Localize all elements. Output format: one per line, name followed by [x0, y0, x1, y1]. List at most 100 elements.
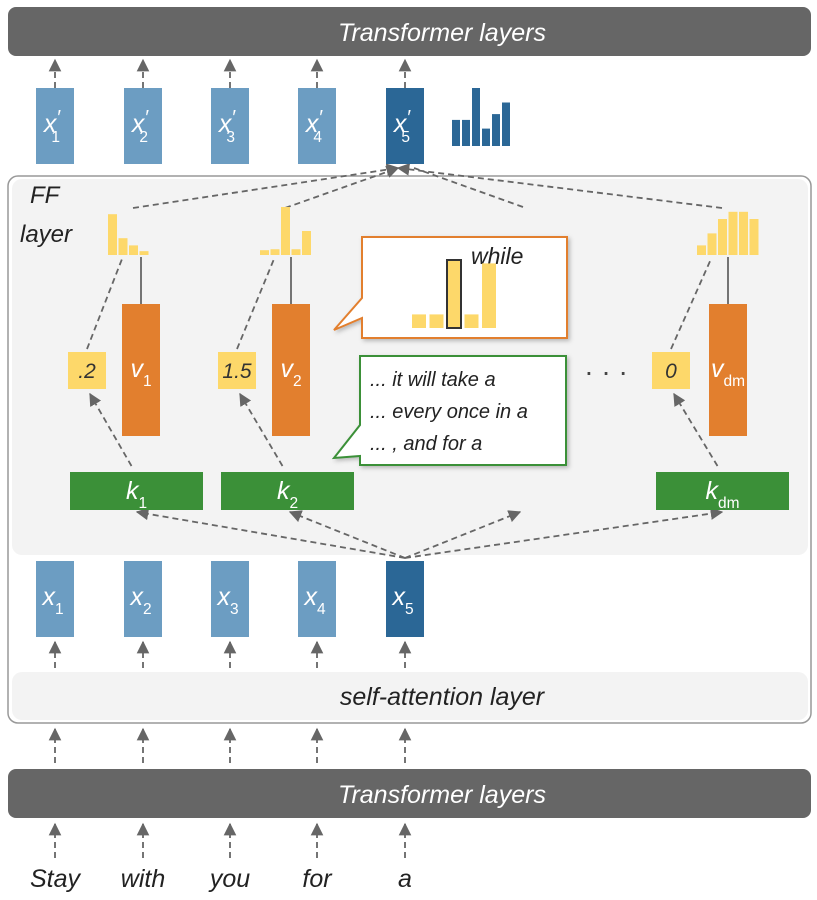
- hist-to-output-arrow-1: [132, 163, 400, 209]
- output-hist-bar-6: [502, 102, 510, 146]
- key-label-3: kdm: [705, 477, 739, 512]
- value-callout-word: while: [471, 243, 523, 269]
- output-vector-label-3-prime: ′: [231, 107, 236, 129]
- callout-hist-bar-3: [446, 259, 462, 329]
- token-4: for: [302, 865, 333, 893]
- input-vector-label-2-base: x: [129, 583, 144, 611]
- memory-hist-1-bar-1: [108, 214, 117, 255]
- callout-hist-bar-1: [412, 314, 426, 328]
- output-vector-label-1-prime: ′: [56, 107, 61, 129]
- key-to-coef-arrow-1: [89, 392, 133, 467]
- memory-hist-3-bar-4: [728, 211, 738, 255]
- input-tokens: Stay with you for a: [30, 865, 412, 893]
- key-label-3-base: k: [705, 477, 719, 505]
- value-label-2-sub: 2: [293, 373, 302, 390]
- bottom-bar-label: Transformer layers: [338, 781, 546, 809]
- input-vector-label-3-base: x: [216, 583, 231, 611]
- memory-hist-2-bar-5: [302, 231, 311, 255]
- output-vector-label-2-prime: ′: [144, 107, 149, 129]
- output-vector-label-2-base: x: [131, 110, 146, 138]
- key-label-2-sub: 2: [289, 495, 298, 512]
- output-hist-bar-1: [452, 119, 460, 146]
- self-attention-panel: [12, 672, 808, 720]
- output-vector-label-5-sub: 5: [401, 129, 410, 146]
- output-hist-bar-2: [462, 119, 470, 146]
- input-vector-5: [386, 561, 424, 637]
- key-label-1-sub: 1: [138, 495, 147, 512]
- callout-hist-bar-5: [482, 263, 496, 328]
- memory-hist-3-bar-2: [707, 233, 717, 255]
- key-label-1-base: k: [126, 477, 140, 505]
- key-3: [656, 472, 789, 510]
- key-label-2: k2: [277, 477, 298, 512]
- ff-layer-label-line2: layer: [20, 221, 73, 248]
- token-3: you: [208, 865, 250, 893]
- x5-to-key-dm-arrow: [404, 507, 724, 559]
- input-vector-label-5: x5: [391, 583, 413, 618]
- bottom-transformer-bar: Transformer layers: [8, 769, 811, 818]
- value-1: [122, 304, 160, 436]
- value-label-1-sub: 1: [143, 373, 152, 390]
- input-vector-label-1: x1: [41, 583, 63, 618]
- memory-hist-3-bar-1: [697, 245, 706, 255]
- key-label-2-base: k: [277, 477, 291, 505]
- input-vector-label-1-sub: 1: [55, 601, 64, 618]
- value-label-3-sub: dm: [723, 373, 745, 390]
- output-vector-label-1-sub: 1: [51, 129, 60, 146]
- output-hist-bar-3: [472, 88, 480, 146]
- key-label-1: k1: [126, 477, 147, 512]
- memory-hist-1-bar-3: [129, 245, 138, 255]
- value-label-2-base: v: [280, 355, 294, 383]
- key-callout: [331, 355, 567, 466]
- callout-hist-bar-2: [429, 314, 444, 328]
- token-1: Stay: [30, 865, 82, 893]
- key-2: [221, 472, 354, 510]
- coefficient-3: 0: [665, 360, 677, 383]
- hist-to-output-arrow-3: [396, 163, 723, 209]
- input-vector-label-4-sub: 4: [317, 601, 326, 618]
- value-label-1: v1: [130, 355, 151, 390]
- output-vector-1: [36, 88, 74, 164]
- token-5: a: [398, 865, 412, 893]
- output-hist-bar-4: [482, 128, 490, 146]
- callout-hist-bar-4: [464, 314, 479, 328]
- memory-hist-2-bar-4: [291, 249, 301, 255]
- memory-hist-2-bar-3: [281, 207, 290, 255]
- connection-arrows: [48, 58, 729, 858]
- coefficient-box-2: [218, 352, 256, 389]
- output-vector-5: [386, 88, 424, 164]
- memory-hist-3-bar-5: [739, 211, 748, 255]
- input-vector-3: [211, 561, 249, 637]
- key-to-coef-arrow-3: [673, 392, 719, 467]
- memory-hist-1-bar-4: [139, 251, 149, 255]
- key-to-coef-arrow-2: [239, 392, 284, 467]
- input-vector-label-2: x2: [129, 583, 151, 618]
- output-vector-4: [298, 88, 336, 164]
- output-histogram: [452, 88, 510, 146]
- x5-to-key-2-arrow: [288, 510, 406, 559]
- input-vector-label-1-base: x: [41, 583, 56, 611]
- coefficient-box-3: [652, 352, 690, 389]
- output-vector-label-5: x′5: [393, 107, 412, 146]
- value-2: [272, 304, 310, 436]
- output-vector-label-4-base: x: [305, 110, 320, 138]
- input-vector-label-4-base: x: [303, 583, 318, 611]
- value-3: [709, 304, 747, 436]
- input-vector-4: [298, 561, 336, 637]
- token-2: with: [121, 865, 165, 893]
- coefficient-box-1: [68, 352, 106, 389]
- ff-layer-label-line1: FF: [30, 182, 61, 209]
- output-vector-3: [211, 88, 249, 164]
- value-label-3-base: v: [711, 355, 725, 383]
- key-1: [70, 472, 203, 510]
- memory-hist-3-bar-6: [749, 219, 759, 255]
- output-vector-label-2: x′2: [131, 107, 150, 146]
- output-vector-label-3-sub: 3: [226, 129, 235, 146]
- output-vector-2: [124, 88, 162, 164]
- input-vector-1: [36, 561, 74, 637]
- key-callout-line-3: ... , and for a: [370, 433, 482, 455]
- memories-ellipsis: · · ·: [584, 356, 628, 387]
- input-vector-label-5-base: x: [391, 583, 406, 611]
